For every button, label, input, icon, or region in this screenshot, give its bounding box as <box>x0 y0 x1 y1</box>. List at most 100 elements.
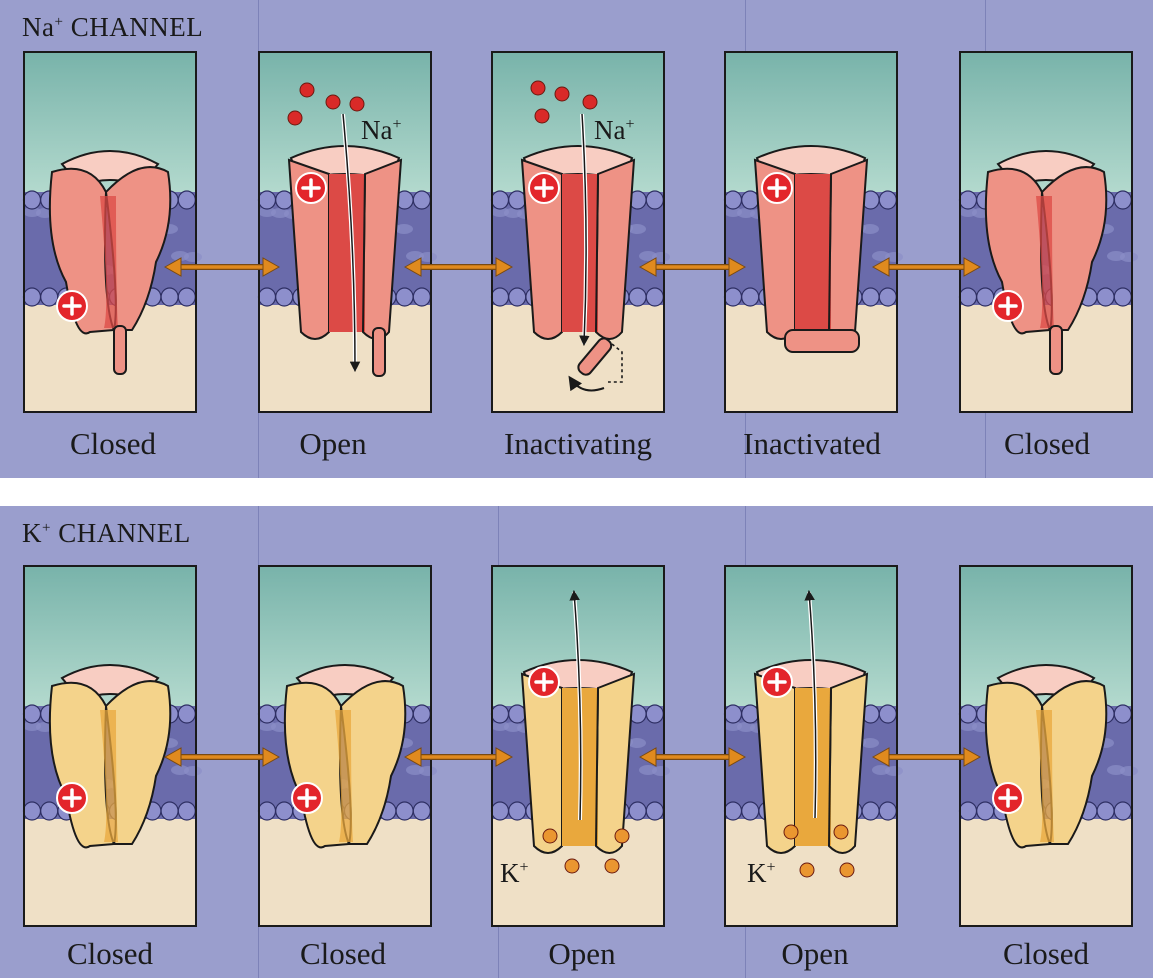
lipid-head <box>1097 288 1114 306</box>
lipid-head <box>259 802 276 820</box>
lipid-head <box>1114 191 1131 209</box>
na-transition-arrow-3 <box>640 258 745 276</box>
na-ion <box>531 81 545 95</box>
membrane-texture <box>419 766 437 776</box>
lipid-head <box>509 191 526 209</box>
lipid-head <box>492 288 509 306</box>
membrane-texture <box>628 224 646 234</box>
lipid-head <box>725 191 742 209</box>
lipid-head <box>41 802 58 820</box>
lipid-head <box>492 705 509 723</box>
lipid-head <box>646 802 663 820</box>
membrane-texture <box>1120 766 1138 776</box>
na-transition-arrow-4 <box>873 258 980 276</box>
lipid-head <box>960 705 977 723</box>
lipid-head <box>1097 802 1114 820</box>
k-ion <box>543 829 557 843</box>
lipid-head <box>742 191 759 209</box>
lipid-head <box>646 191 663 209</box>
lipid-head <box>725 802 742 820</box>
membrane-texture <box>628 738 646 748</box>
lipid-head <box>646 705 663 723</box>
k-transition-arrow-3 <box>640 748 745 766</box>
lipid-head <box>879 191 896 209</box>
lipid-head <box>161 802 178 820</box>
na-ion-label-charge: + <box>392 116 401 133</box>
membrane-texture <box>652 766 670 776</box>
lipid-head <box>24 802 41 820</box>
na-panel-open <box>258 52 437 412</box>
channel-pore <box>795 688 831 846</box>
lipid-head <box>413 191 430 209</box>
na-ion <box>300 83 314 97</box>
na-panel-inactivating <box>491 52 670 412</box>
lipid-head <box>646 288 663 306</box>
na-ion-label-symbol: Na <box>361 115 392 145</box>
membrane-texture <box>1120 252 1138 262</box>
k-panel-closed-3 <box>959 566 1138 926</box>
na-ion-label-open: Na+ <box>361 115 402 146</box>
membrane-texture <box>861 224 879 234</box>
k-ion-label-symbol: K <box>747 858 767 888</box>
inactivation-gate <box>114 326 126 374</box>
membrane-texture <box>184 252 202 262</box>
lipid-head <box>178 802 195 820</box>
na-ion <box>350 97 364 111</box>
lipid-head <box>725 288 742 306</box>
lipid-head <box>259 191 276 209</box>
channel-pore <box>562 174 598 332</box>
k-transition-arrow-4 <box>873 748 980 766</box>
k-ion-label-open-1: K+ <box>500 858 529 889</box>
lipid-head <box>413 802 430 820</box>
inactivation-gate <box>785 330 859 352</box>
k-ion-label-symbol: K <box>500 858 520 888</box>
lipid-head <box>24 191 41 209</box>
k-ion <box>605 859 619 873</box>
lipid-head <box>879 802 896 820</box>
k-ion <box>615 829 629 843</box>
na-panel-closed-2 <box>959 52 1138 412</box>
lipid-head <box>960 802 977 820</box>
na-panel-closed-1 <box>23 52 202 412</box>
lipid-head <box>725 705 742 723</box>
lipid-head <box>276 191 293 209</box>
channel-pore <box>329 174 365 332</box>
lipid-head <box>960 288 977 306</box>
lipid-head <box>862 802 879 820</box>
membrane-texture <box>395 224 413 234</box>
na-ion <box>535 109 549 123</box>
lipid-head <box>1114 802 1131 820</box>
membrane-texture <box>861 738 879 748</box>
lipid-head <box>977 288 994 306</box>
k-panel-closed-1 <box>23 566 202 926</box>
lipid-head <box>862 288 879 306</box>
lipid-head <box>1114 288 1131 306</box>
lipid-head <box>977 802 994 820</box>
membrane-texture <box>885 766 903 776</box>
channel-pore <box>795 174 831 332</box>
lipid-head <box>1114 705 1131 723</box>
k-ion <box>834 825 848 839</box>
lipid-head <box>24 705 41 723</box>
k-ion <box>565 859 579 873</box>
k-ion-label-open-2: K+ <box>747 858 776 889</box>
k-panel-closed-2 <box>258 566 437 926</box>
lipid-head <box>742 802 759 820</box>
lipid-head <box>41 288 58 306</box>
lipid-head <box>492 802 509 820</box>
lipid-head <box>492 191 509 209</box>
lipid-head <box>259 288 276 306</box>
lipid-head <box>396 288 413 306</box>
lipid-head <box>24 288 41 306</box>
lipid-head <box>629 288 646 306</box>
membrane-texture <box>184 766 202 776</box>
lipid-head <box>509 288 526 306</box>
lipid-head <box>396 802 413 820</box>
lipid-head <box>413 705 430 723</box>
lipid-head <box>960 191 977 209</box>
lipid-head <box>742 288 759 306</box>
na-ion <box>288 111 302 125</box>
inactivation-gate <box>373 328 385 376</box>
lipid-head <box>259 705 276 723</box>
inactivation-gate <box>1050 326 1062 374</box>
